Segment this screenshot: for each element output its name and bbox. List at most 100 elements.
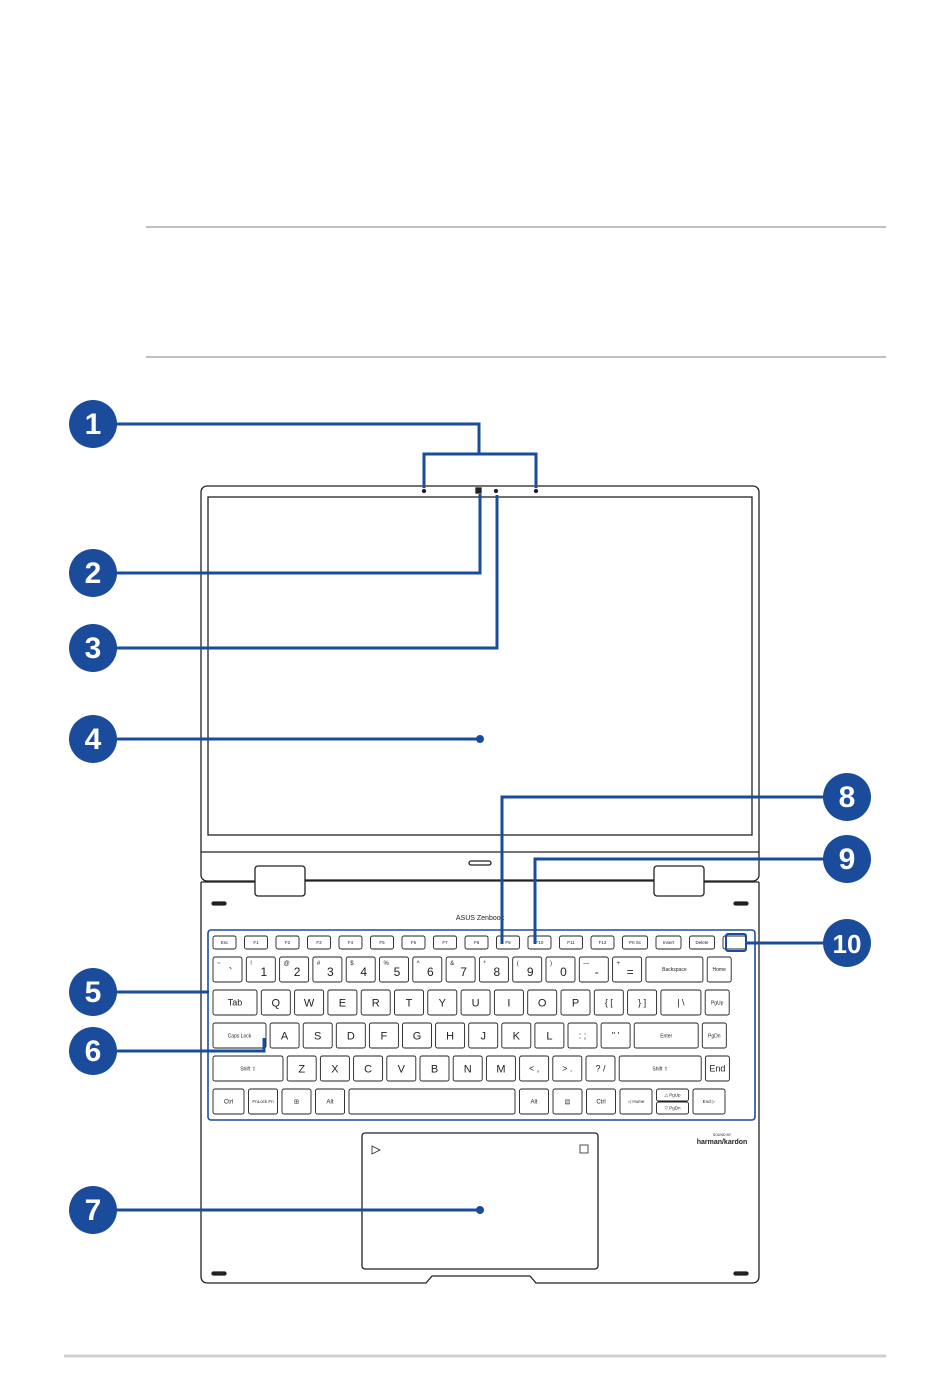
key-label-top: #: [317, 961, 321, 967]
touchpad-numberpad-icon: [579, 1144, 589, 1154]
mod-key: [348, 1088, 516, 1115]
key-label-top: ): [550, 961, 552, 967]
mod-key: Ctrl: [586, 1088, 616, 1115]
camera-led-dot: [493, 488, 499, 494]
alpha-key: C: [353, 1055, 384, 1082]
alpha-key: B: [419, 1055, 450, 1082]
callout-number: 4: [85, 723, 102, 756]
key-label: PgUp: [711, 1000, 724, 1006]
num-key: ^6: [412, 956, 443, 983]
alpha-key: Shift ⇧: [618, 1055, 702, 1082]
key-label: Caps Lock: [228, 1033, 252, 1039]
callout-1: 1: [69, 400, 117, 448]
key-label: Q: [272, 997, 281, 1009]
key-label: Prt Sc: [629, 940, 642, 945]
key-label: " ': [612, 1031, 620, 1041]
key-label: K: [513, 1030, 521, 1042]
key-label: Ctrl: [596, 1100, 605, 1106]
callout-circle: [823, 773, 871, 821]
audio-brand-small: SOUND BY: [713, 1133, 732, 1137]
callout-circle: [69, 968, 117, 1016]
fn-key: Esc: [212, 935, 237, 950]
alpha-key: X: [319, 1055, 350, 1082]
fn-key: F1: [244, 935, 268, 950]
alpha-key: O: [527, 989, 558, 1016]
num-key: #3: [312, 956, 343, 983]
key-label: F1: [253, 940, 259, 945]
fn-key: F2: [275, 935, 300, 950]
key-label: } ]: [638, 998, 646, 1008]
key-label: End: [709, 1064, 725, 1074]
key-label: ◁ Home: [628, 1099, 645, 1104]
key-label: F10: [536, 940, 544, 945]
callout-number: 10: [833, 929, 862, 959]
fn-key: F6: [401, 935, 426, 950]
alpha-key: P: [560, 989, 591, 1016]
alpha-key: : ;: [567, 1022, 598, 1049]
key-label: Delete: [695, 940, 709, 945]
num-key: —-: [578, 956, 609, 983]
key-label: B: [431, 1063, 438, 1075]
key-label: < ,: [529, 1064, 539, 1074]
touchpad: [361, 1132, 599, 1270]
fn-key: F10: [527, 935, 552, 950]
callout-circle: [69, 1186, 117, 1234]
key-label-top: !: [250, 961, 252, 967]
callout-7: 7: [69, 1186, 117, 1234]
fn-key: F3: [307, 935, 331, 950]
key-label: H: [446, 1030, 454, 1042]
alpha-key: G: [402, 1022, 432, 1049]
key-label: Tab: [228, 998, 243, 1008]
alpha-key: Y: [427, 989, 458, 1016]
callout-number: 8: [839, 781, 856, 814]
mod-key: ◁ Home: [619, 1088, 653, 1115]
key-label: A: [281, 1030, 289, 1042]
key-label: V: [398, 1063, 406, 1075]
fn-key: F12: [590, 935, 615, 950]
key-label: Insert: [663, 940, 675, 945]
callout-number: 5: [85, 976, 102, 1009]
key-label-top: $: [350, 961, 354, 967]
key-label: Esc: [221, 940, 229, 945]
key-label: 6: [427, 965, 434, 979]
key-label: -: [595, 965, 599, 979]
mic-left-dot: [421, 488, 427, 494]
num-key: ~`: [212, 956, 243, 983]
key-label: F7: [442, 940, 448, 945]
callout-circle: [69, 715, 117, 763]
callout-number: 3: [85, 632, 102, 665]
fn-key: F8: [464, 935, 489, 950]
num-key: *8: [478, 956, 509, 983]
key-label: 5: [394, 965, 401, 979]
deck-brand-text: ASUS Zenbook: [456, 915, 505, 922]
key-label: R: [372, 997, 380, 1009]
num-key: (9: [512, 956, 543, 983]
key-label-top: +: [617, 961, 621, 967]
key-label: I: [507, 997, 510, 1009]
key-label: F5: [379, 940, 385, 945]
callout-circle: [69, 1027, 117, 1075]
key-label: =: [627, 965, 634, 979]
key-label: C: [364, 1063, 372, 1075]
alpha-key: > .: [552, 1055, 583, 1082]
alpha-key: F: [368, 1022, 399, 1049]
callout-circle: [823, 835, 871, 883]
key-label-top: %: [384, 961, 390, 967]
mod-key: FnLock Fn: [248, 1088, 278, 1115]
alpha-key: Tab: [212, 989, 258, 1016]
key-label: 1: [260, 965, 267, 979]
key-label: O: [538, 997, 547, 1009]
fn-key: Insert: [655, 935, 682, 950]
alpha-key: PgUp: [704, 989, 730, 1016]
alpha-key: Shift ⇧: [212, 1055, 284, 1082]
key-label: Enter: [660, 1033, 672, 1039]
fn-key: Prt Sc: [622, 935, 648, 950]
alpha-key: V: [386, 1055, 417, 1082]
alpha-key: U: [460, 989, 491, 1016]
num-key: +=: [612, 956, 643, 983]
callout-number: 9: [839, 843, 856, 876]
alpha-key: D: [335, 1022, 366, 1049]
num-key: %5: [379, 956, 409, 983]
callout-number: 1: [85, 408, 102, 441]
